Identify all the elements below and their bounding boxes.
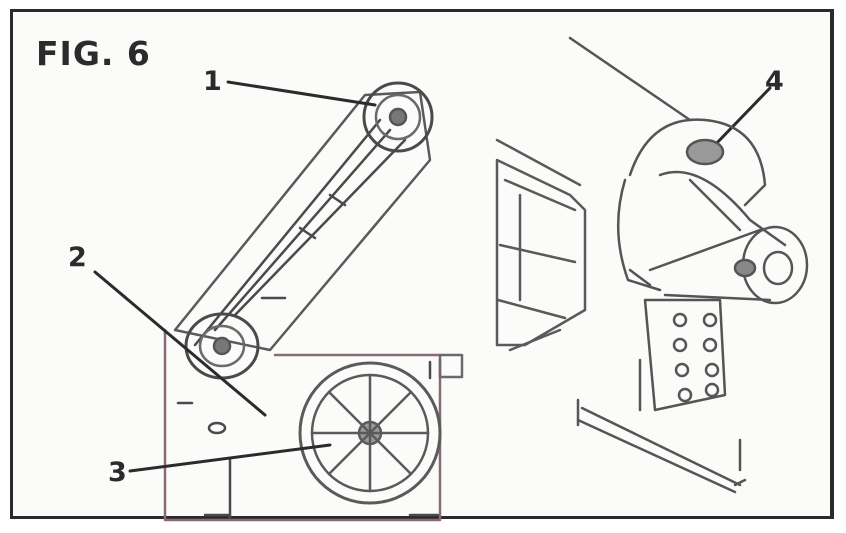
callout-label-3: 3 xyxy=(108,457,127,488)
guard-plate xyxy=(495,138,587,352)
belt-arm xyxy=(173,90,432,352)
callout-label-1: 1 xyxy=(203,66,222,97)
motor-housing xyxy=(568,36,809,305)
callout-label-4: 4 xyxy=(765,66,784,97)
callout-label-2: 2 xyxy=(68,242,87,273)
figure-title: FIG. 6 xyxy=(36,34,151,73)
base-rail xyxy=(576,398,747,494)
mount-bracket xyxy=(638,298,727,412)
drive-wheel xyxy=(298,361,442,505)
top-pulley xyxy=(362,81,434,153)
callout-leaders xyxy=(93,80,772,473)
